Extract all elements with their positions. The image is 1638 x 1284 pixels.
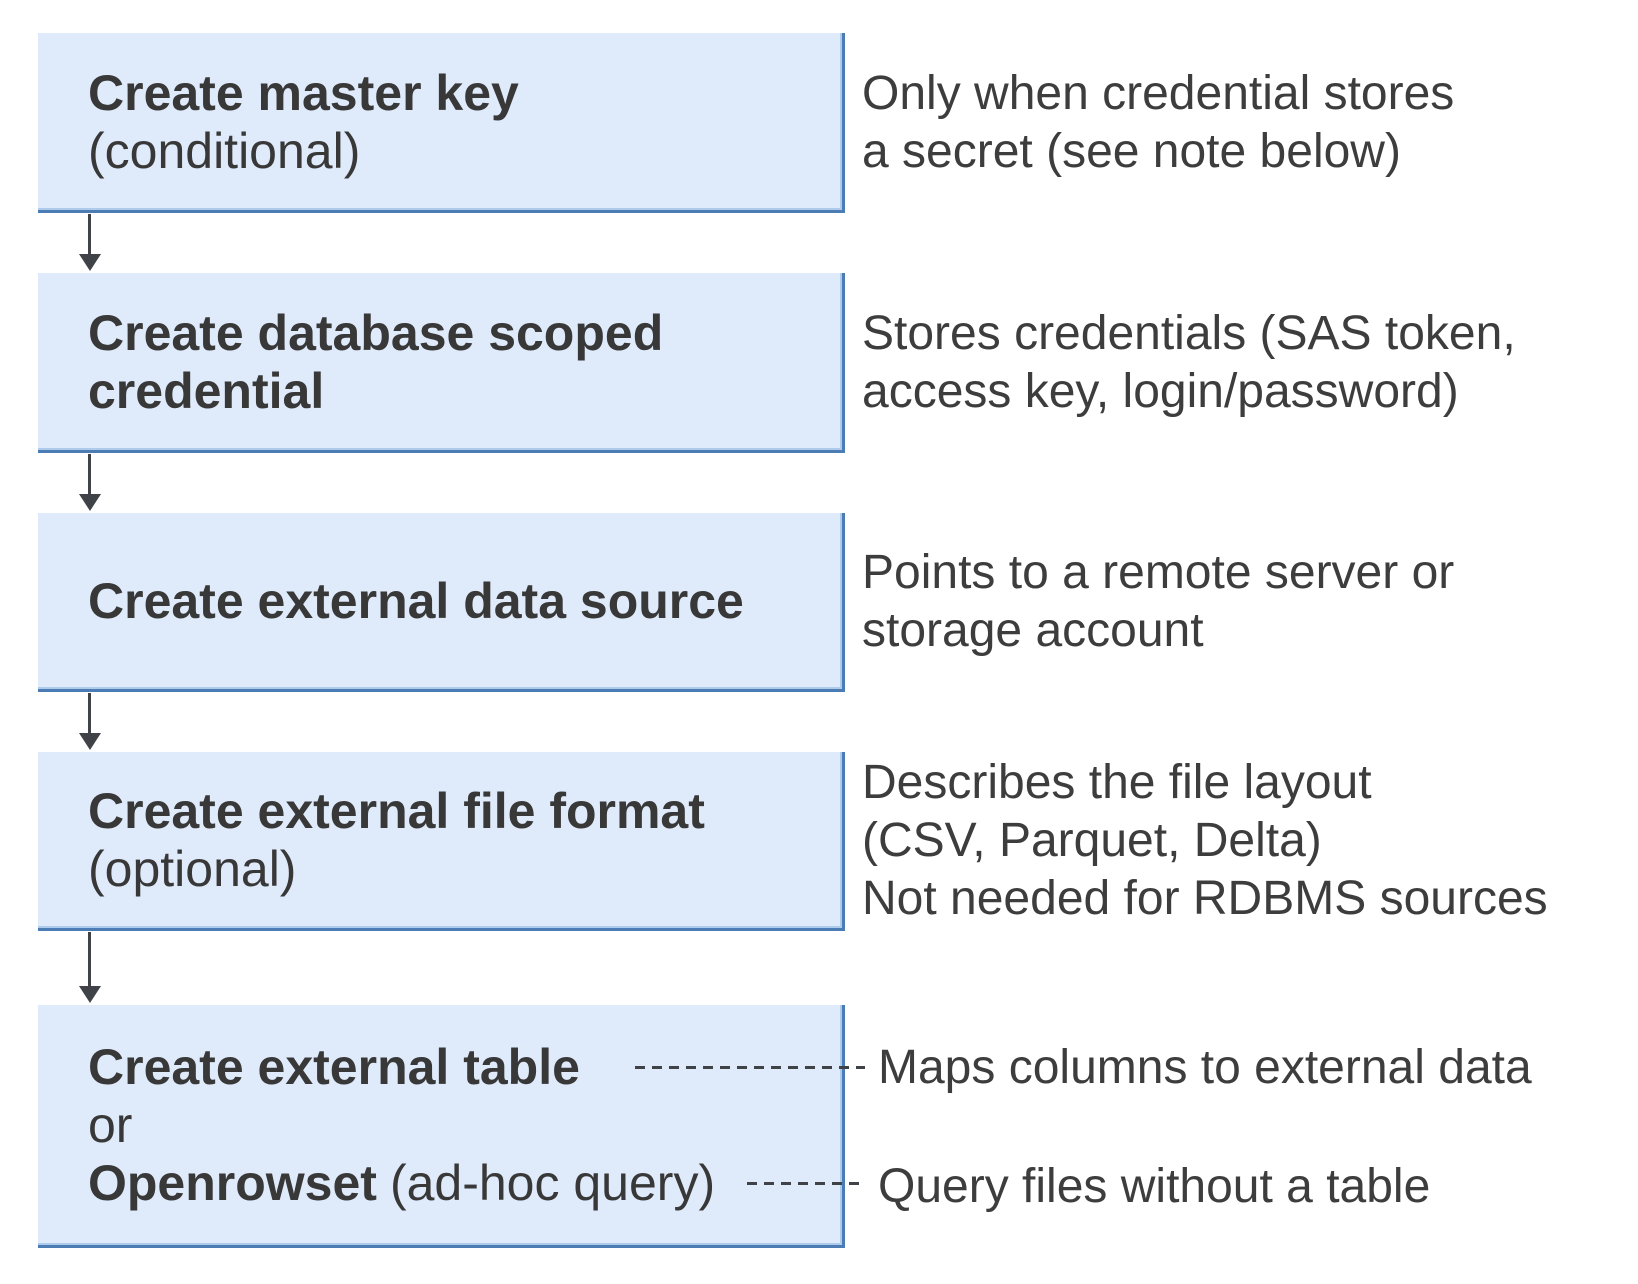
arrow-shaft [88, 932, 91, 987]
arrow-head-icon [79, 986, 101, 1003]
step-title-line: Create master key [88, 64, 822, 122]
step-title: Create database scoped credential [88, 304, 664, 419]
dashed-connector-openrowset [747, 1181, 865, 1185]
step-title: Create external data source [88, 573, 744, 629]
flow-arrow-1 [79, 214, 101, 271]
step-box-create-database-scoped-credential: Create database scoped credential [38, 273, 845, 453]
step-box-create-master-key: Create master key (conditional) [38, 33, 845, 213]
step-title: Create external file format [88, 783, 705, 839]
annotation-line: Stores credentials (SAS token, [862, 307, 1516, 360]
arrow-shaft [88, 693, 91, 734]
arrow-head-icon [79, 494, 101, 511]
annotation-line: Maps columns to external data [878, 1041, 1532, 1094]
step-title-line: Create external file format [88, 782, 822, 840]
flow-arrow-3 [79, 693, 101, 750]
step-qualifier-line: (optional) [88, 840, 822, 898]
annotation-master-key: Only when credential stores a secret (se… [862, 65, 1454, 181]
flow-arrow-4 [79, 932, 101, 1003]
arrow-head-icon [79, 254, 101, 271]
annotation-external-file-format: Describes the file layout (CSV, Parquet,… [862, 754, 1548, 928]
step-qualifier-line: (conditional) [88, 122, 822, 180]
or-label: or [88, 1097, 133, 1153]
step-title: Create external table [88, 1039, 580, 1095]
step-alt-title-line: Openrowset (ad-hoc query) [88, 1154, 865, 1212]
step-alt-title: Openrowset [88, 1155, 377, 1211]
annotation-line: Not needed for RDBMS sources [862, 872, 1548, 925]
step-box-create-external-file-format: Create external file format (optional) [38, 752, 845, 931]
flow-arrow-2 [79, 454, 101, 511]
arrow-shaft [88, 214, 91, 255]
annotation-openrowset: Query files without a table [878, 1158, 1430, 1216]
dashed-connector-table [634, 1065, 865, 1069]
annotation-line: Only when credential stores [862, 67, 1455, 120]
step-title: Create master key [88, 64, 519, 121]
step-box-create-external-data-source: Create external data source [38, 513, 845, 692]
step-or-line: or [88, 1096, 842, 1154]
annotation-line: storage account [862, 604, 1204, 657]
arrow-shaft [88, 454, 91, 495]
step-qualifier: (optional) [88, 841, 297, 897]
annotation-line: access key, login/password) [862, 365, 1459, 418]
step-alt-qualifier: (ad-hoc query) [389, 1155, 716, 1211]
arrow-head-icon [79, 733, 101, 750]
annotation-line: Describes the file layout [862, 756, 1372, 809]
annotation-line: (CSV, Parquet, Delta) [862, 814, 1322, 867]
annotation-line: a secret (see note below) [862, 125, 1401, 178]
annotation-external-data-source: Points to a remote server or storage acc… [862, 544, 1454, 660]
annotation-database-scoped-credential: Stores credentials (SAS token, access ke… [862, 305, 1516, 421]
step-box-create-external-table-or-openrowset: Create external table or Openrowset (ad-… [38, 1005, 865, 1248]
annotation-external-table: Maps columns to external data [878, 1039, 1532, 1097]
step-title-line: Create external table [88, 1038, 865, 1096]
annotation-line: Query files without a table [878, 1160, 1431, 1213]
step-qualifier: (conditional) [88, 122, 361, 179]
annotation-line: Points to a remote server or [862, 546, 1455, 599]
